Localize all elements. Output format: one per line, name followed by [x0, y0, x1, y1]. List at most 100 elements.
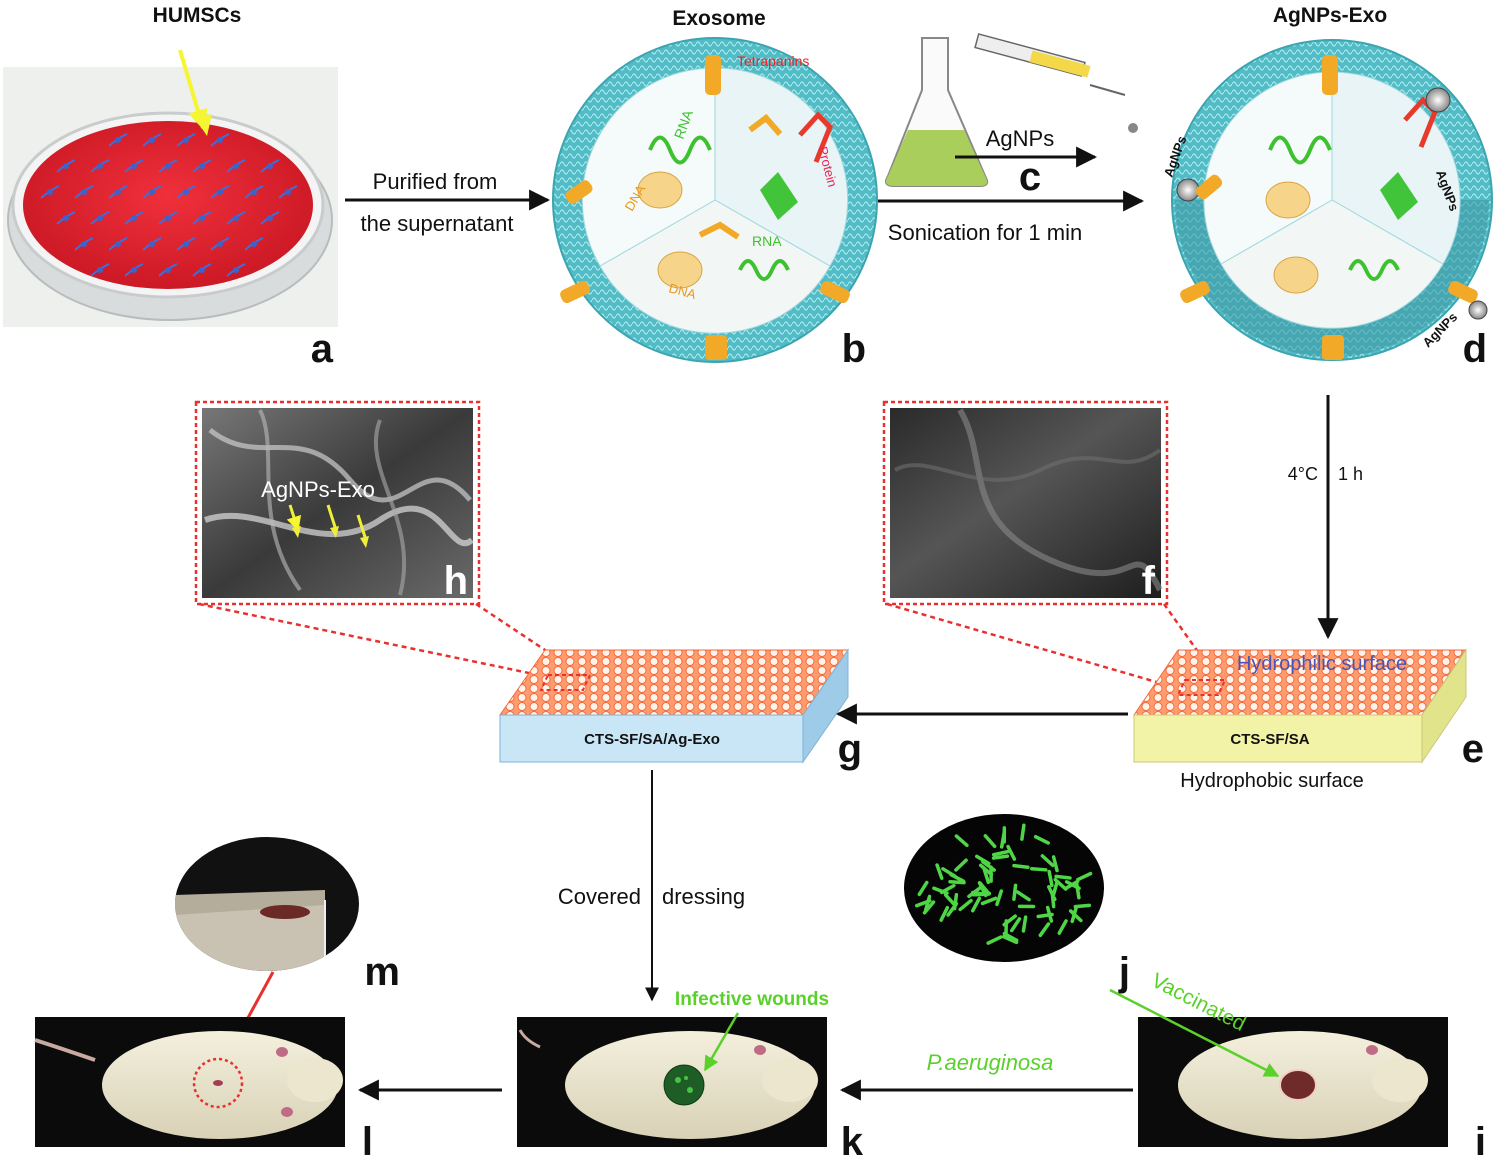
mouse-photo-l [34, 1017, 345, 1147]
sonication-label: Sonication for 1 min [888, 220, 1082, 245]
stem-cell-nucleus [267, 215, 273, 221]
bacterium-rod [943, 893, 957, 908]
dressing-label: dressing [662, 884, 745, 909]
bacterium-rod [954, 834, 969, 848]
purified-label-1: Purified from [373, 169, 498, 194]
sem-agnps-exo-label: AgNPs-Exo [261, 477, 375, 502]
bacterium-rod [1047, 869, 1054, 888]
sem-image-h [194, 400, 481, 606]
stem-cell-nucleus [63, 215, 69, 221]
stem-cell-nucleus [97, 267, 103, 273]
bacterium-rod [1045, 905, 1054, 923]
bacterium-rod [1001, 934, 1019, 945]
bacterium-rod [991, 849, 1010, 857]
time-label: 1 h [1338, 464, 1363, 484]
panel-label-m: m [364, 950, 400, 994]
bacterium-rod [958, 898, 973, 912]
bacterium-rod [1006, 844, 1017, 861]
stem-cell-nucleus [47, 189, 53, 195]
dna-label-2: DNA [667, 280, 698, 302]
bacterium-rod [1068, 909, 1083, 923]
mouse-photo-i [1138, 1017, 1448, 1147]
stem-cell-nucleus [199, 267, 205, 273]
bacterium-rod [1073, 903, 1092, 909]
stem-cell-nucleus [115, 241, 121, 247]
bacterium-rod [1021, 915, 1028, 933]
stem-cell-nucleus [165, 267, 171, 273]
bacterium-rod [986, 935, 1003, 945]
syringe-icon [974, 33, 1138, 133]
stem-cell-nucleus [183, 137, 189, 143]
temp-label: 4°C [1288, 464, 1318, 484]
bacterium-rod [981, 860, 996, 872]
exosome-diagram [552, 37, 878, 363]
bacterium-rod [1051, 855, 1059, 873]
scaffold-g [499, 648, 849, 764]
stem-cell-nucleus [285, 189, 291, 195]
culture-dish-photo [3, 49, 338, 327]
agnps-label: AgNPs [986, 126, 1054, 151]
bacterium-rod [949, 872, 966, 883]
panel-label-d: d [1463, 327, 1487, 371]
title-agnps-exo: AgNPs-Exo [1273, 4, 1387, 27]
agnps-exosome-diagram [1171, 39, 1493, 361]
stem-cell-nucleus [267, 163, 273, 169]
bacterium-rod [1030, 866, 1048, 872]
stem-cell-nucleus [233, 267, 239, 273]
stem-cell-nucleus [199, 163, 205, 169]
stem-cell-nucleus [165, 215, 171, 221]
panel-label-g: g [838, 727, 862, 771]
mouse-photo-k [517, 1017, 827, 1147]
bacterium-rod [948, 879, 966, 885]
bacterium-rod [1040, 854, 1055, 868]
bacterium-rod [922, 900, 936, 915]
purified-label-2: the supernatant [361, 211, 514, 236]
bacterium-rod [1033, 834, 1050, 845]
stem-cell-nucleus [217, 189, 223, 195]
bacterium-rod [935, 863, 944, 880]
zoom-line-f-left [886, 602, 1185, 692]
stem-cell-nucleus [63, 163, 69, 169]
stem-cell-nucleus [217, 241, 223, 247]
panel-label-l: l [362, 1120, 373, 1164]
wound-closeup-m [175, 837, 359, 971]
stem-cell-nucleus [81, 189, 87, 195]
bacterium-rod [1012, 863, 1030, 870]
bacterium-rod [983, 834, 997, 849]
scaffold-g-label: CTS-SF/SA/Ag-Exo [584, 731, 720, 748]
stem-cell-nucleus [131, 215, 137, 221]
bacteria-micrograph-j [904, 814, 1104, 962]
stem-cell-nucleus [149, 241, 155, 247]
bacterium-rod [1012, 883, 1018, 901]
stem-cell-nucleus [251, 189, 257, 195]
panel-label-a: a [311, 327, 334, 371]
stem-cell-nucleus [97, 163, 103, 169]
scaffold-e [1133, 648, 1467, 764]
stem-cell-nucleus [233, 215, 239, 221]
zoom-line-h-right [475, 602, 591, 682]
bacteria-rods [914, 823, 1093, 945]
stem-cell-nucleus [251, 241, 257, 247]
zoom-line-h-left [198, 602, 549, 679]
pathogen-label: P.aeruginosa [927, 1050, 1054, 1075]
bacterium-rod [980, 896, 998, 906]
title-exosome: Exosome [672, 7, 765, 30]
bacterium-rod [1064, 880, 1081, 891]
bacterium-rod [1038, 922, 1051, 938]
stem-cell-nucleus [165, 163, 171, 169]
panel-label-k: k [841, 1120, 864, 1164]
bacterium-rod [1020, 823, 1026, 841]
sem-image-f [882, 400, 1169, 606]
panel-label-i: i [1475, 1120, 1486, 1164]
hydrophobic-label: Hydrophobic surface [1180, 770, 1363, 792]
covered-label: Covered [558, 884, 641, 909]
stem-cell-nucleus [81, 241, 87, 247]
scaffold-e-label: CTS-SF/SA [1230, 731, 1309, 748]
yellow-pointer-head [195, 114, 212, 136]
bacterium-rod [1057, 919, 1068, 935]
tetrapanins-label: Tetrapanins [737, 53, 809, 69]
rna-label-2: RNA [752, 233, 782, 249]
hydrophilic-label: Hydrophilic surface [1237, 653, 1407, 675]
bacterium-rod [967, 886, 982, 899]
panel-label-f: f [1142, 559, 1156, 603]
